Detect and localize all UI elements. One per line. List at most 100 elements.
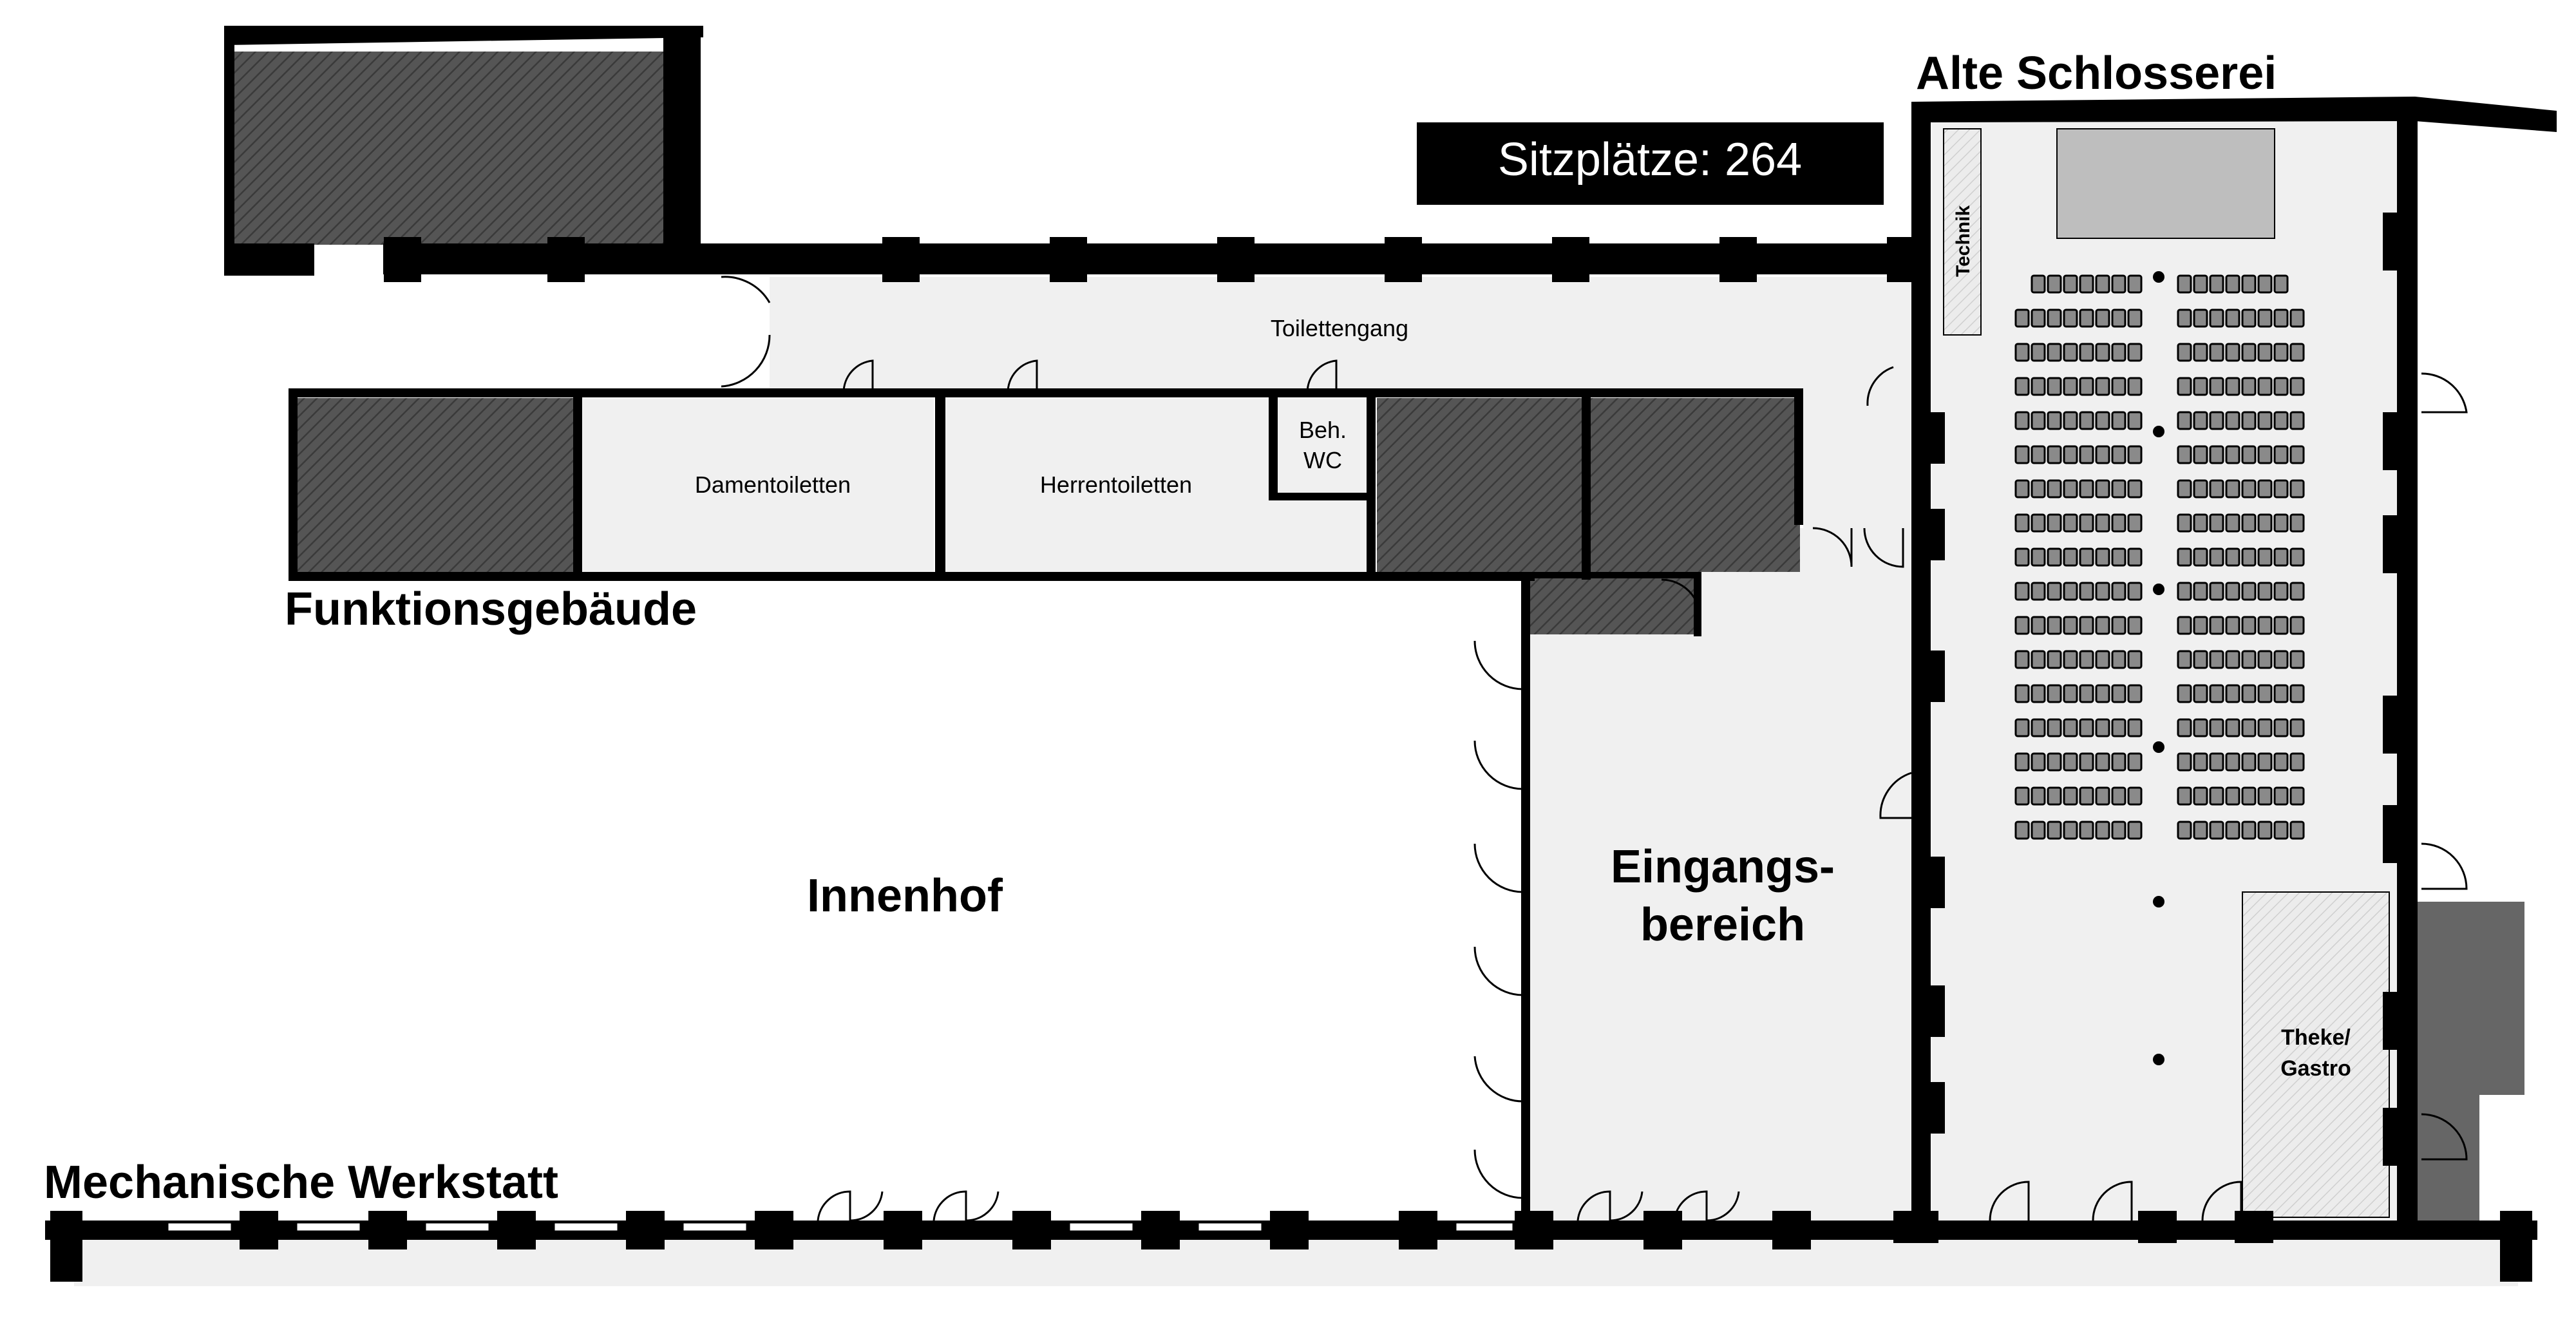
- seat: [2095, 479, 2110, 499]
- seat: [2257, 650, 2273, 669]
- seat: [2047, 445, 2062, 464]
- seat: [2111, 547, 2126, 567]
- seat: [2063, 547, 2078, 567]
- seat: [2225, 616, 2240, 635]
- seat: [2209, 786, 2224, 806]
- seat: [2111, 821, 2126, 840]
- seat: [2241, 752, 2257, 772]
- seat: [2225, 513, 2240, 533]
- seat: [2079, 752, 2094, 772]
- seat: [2177, 650, 2192, 669]
- seat: [2095, 377, 2110, 396]
- seat: [2209, 616, 2224, 635]
- seat: [2063, 513, 2078, 533]
- seat: [2273, 582, 2289, 601]
- seat: [2127, 616, 2143, 635]
- seat: [2193, 684, 2208, 703]
- seat: [2273, 650, 2289, 669]
- seat: [2063, 752, 2078, 772]
- seat: [2241, 445, 2257, 464]
- seat: [2014, 684, 2030, 703]
- seat: [2031, 616, 2046, 635]
- seat: [2095, 684, 2110, 703]
- column: [2153, 741, 2164, 753]
- seat: [2241, 479, 2257, 499]
- seat: [2289, 718, 2305, 737]
- seat: [2241, 684, 2257, 703]
- seat: [2079, 445, 2094, 464]
- seat: [2273, 343, 2289, 362]
- seat: [2257, 547, 2273, 567]
- seat: [2257, 309, 2273, 328]
- seat: [2111, 786, 2126, 806]
- seat: [2063, 650, 2078, 669]
- seat: [2193, 547, 2208, 567]
- seat: [2047, 786, 2062, 806]
- label-mechanische-werkstatt: Mechanische Werkstatt: [44, 1157, 558, 1208]
- seat: [2193, 786, 2208, 806]
- seat: [2063, 616, 2078, 635]
- seat: [2225, 309, 2240, 328]
- seat: [2047, 582, 2062, 601]
- seat: [2095, 513, 2110, 533]
- seat: [2047, 821, 2062, 840]
- seat: [2241, 786, 2257, 806]
- seat: [2047, 309, 2062, 328]
- seat: [2241, 377, 2257, 396]
- seat: [2127, 786, 2143, 806]
- seat: [2014, 616, 2030, 635]
- seat: [2193, 650, 2208, 669]
- seat: [2127, 752, 2143, 772]
- seat: [2225, 343, 2240, 362]
- seat: [2111, 718, 2126, 737]
- seat: [2289, 377, 2305, 396]
- seat: [2079, 718, 2094, 737]
- seat: [2289, 821, 2305, 840]
- label-funktionsgebaeude: Funktionsgebäude: [285, 584, 697, 635]
- seat: [2127, 479, 2143, 499]
- seat: [2177, 718, 2192, 737]
- seat: [2095, 821, 2110, 840]
- eingangsbereich-floor: [1528, 528, 1913, 1222]
- seat: [2079, 684, 2094, 703]
- seat: [2047, 274, 2062, 294]
- seat: [2225, 377, 2240, 396]
- seat: [2209, 650, 2224, 669]
- label-eingangsbereich-2: bereich: [1640, 899, 1805, 951]
- seat: [2063, 718, 2078, 737]
- label-beh-wc-2: WC: [1303, 447, 1342, 473]
- seat: [2127, 821, 2143, 840]
- seat: [2289, 582, 2305, 601]
- seat: [2079, 411, 2094, 430]
- seat: [2031, 377, 2046, 396]
- seat: [2031, 513, 2046, 533]
- seat: [2193, 309, 2208, 328]
- seat: [2031, 718, 2046, 737]
- seat: [2241, 274, 2257, 294]
- seat: [2063, 411, 2078, 430]
- seat: [2127, 513, 2143, 533]
- seat: [2079, 274, 2094, 294]
- seat: [2031, 582, 2046, 601]
- seat: [2063, 309, 2078, 328]
- seat: [2273, 309, 2289, 328]
- seat: [2289, 547, 2305, 567]
- seat: [2257, 616, 2273, 635]
- seat: [2289, 411, 2305, 430]
- technik-room: [1943, 128, 1982, 336]
- seat: [2047, 752, 2062, 772]
- seat: [2177, 411, 2192, 430]
- seat: [2225, 274, 2240, 294]
- seat: [2095, 718, 2110, 737]
- seat: [2111, 513, 2126, 533]
- seat: [2209, 343, 2224, 362]
- seat: [2209, 718, 2224, 737]
- seat: [2289, 343, 2305, 362]
- seat: [2241, 309, 2257, 328]
- seat: [2111, 274, 2126, 294]
- seat: [2063, 274, 2078, 294]
- seat: [2177, 547, 2192, 567]
- storage-top-left: [233, 52, 674, 245]
- seat: [2111, 377, 2126, 396]
- seat: [2031, 309, 2046, 328]
